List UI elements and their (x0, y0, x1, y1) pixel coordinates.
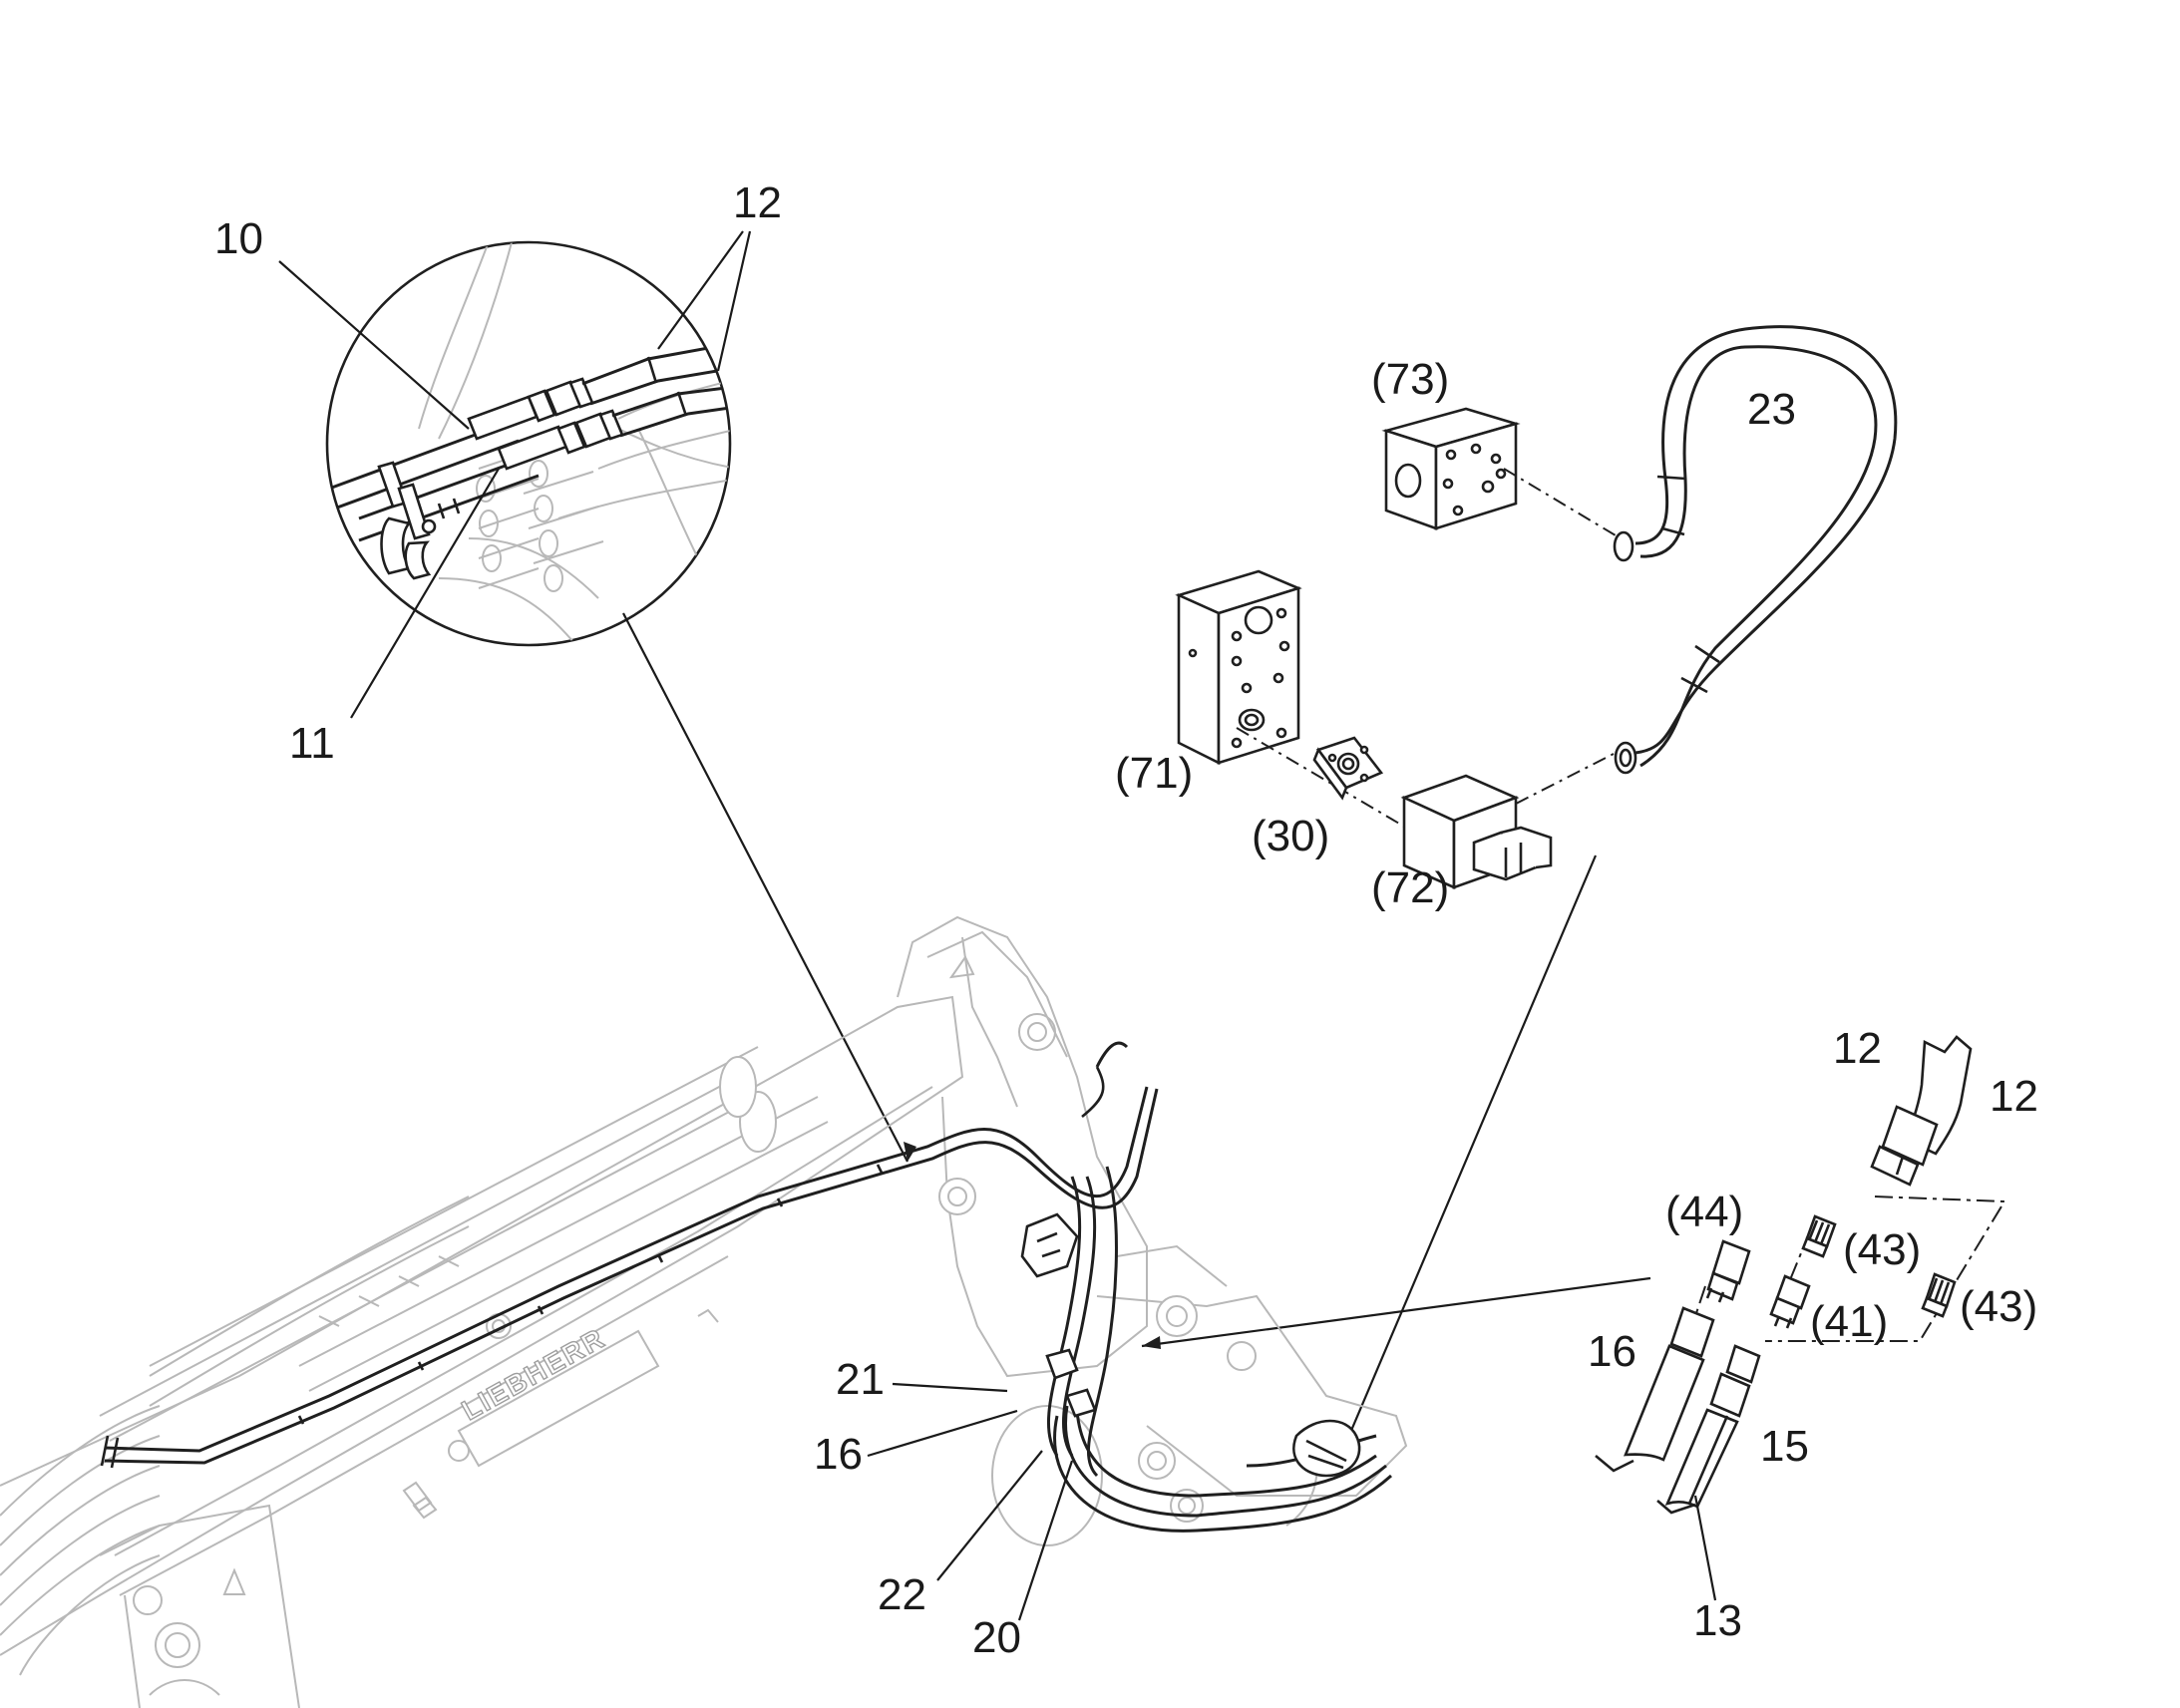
callout-72: (72) (1371, 863, 1449, 912)
leader-12-detail (657, 230, 752, 372)
centerline-71-72 (1236, 727, 1407, 829)
callout-20: 20 (972, 1613, 1021, 1662)
callout-10: 10 (214, 214, 263, 263)
callout-16-right: 16 (1588, 1327, 1636, 1376)
adapter-44 (1705, 1239, 1751, 1303)
excavator-boom: LIEBHERR (0, 915, 1408, 1708)
callout-22: 22 (878, 1570, 926, 1619)
callout-71: (71) (1115, 749, 1193, 798)
leader-16-boom (867, 1409, 1018, 1458)
hose-16-fitting (1595, 1306, 1715, 1473)
callout-43-right: (43) (1960, 1282, 2037, 1331)
valve-72 (1400, 774, 1553, 889)
callout-41: (41) (1810, 1297, 1888, 1346)
callout-44: (44) (1665, 1188, 1743, 1236)
callout-30: (30) (1252, 812, 1329, 860)
centerline-72-23 (1515, 752, 1617, 805)
callout-16-boom: 16 (814, 1430, 863, 1479)
callout-11: 11 (289, 719, 335, 768)
callout-43-upper: (43) (1843, 1225, 1921, 1274)
adapter-43-upper (1801, 1214, 1837, 1258)
callout-12-right: 12 (1990, 1072, 2038, 1121)
callout-15: 15 (1760, 1422, 1809, 1471)
hose-23 (1613, 325, 1898, 775)
callout-23: 23 (1747, 385, 1796, 434)
adapter-43-right (1921, 1272, 1957, 1318)
leader-10 (278, 260, 470, 430)
callout-12-detail: 12 (733, 178, 782, 227)
valve-block-73 (1381, 407, 1521, 530)
detail-pointer-line (622, 612, 908, 1163)
hose-12-fitting (1870, 1035, 1973, 1187)
fittings-pointer-arrow (1142, 1336, 1161, 1349)
centerline-44-16 (1694, 1285, 1706, 1317)
leader-11 (350, 468, 500, 719)
adapter-plate-30 (1312, 736, 1384, 801)
leader-13 (1693, 1495, 1717, 1601)
valve-block-71 (1175, 569, 1302, 766)
centerline-73-23 (1503, 468, 1622, 539)
adapter-41 (1769, 1274, 1811, 1329)
valve-pointer-line (1334, 854, 1598, 1467)
leader-21 (892, 1382, 1008, 1393)
leader-20 (1017, 1460, 1074, 1621)
hose-15-fitting (1656, 1344, 1761, 1515)
detail-view-circle (325, 240, 732, 647)
callout-21: 21 (836, 1355, 885, 1404)
fittings-pointer-line (1141, 1276, 1651, 1348)
hydraulic-line-along-boom (100, 1041, 1392, 1533)
callout-73: (73) (1371, 355, 1449, 404)
leader-22 (936, 1450, 1043, 1581)
connection-frame (1765, 1196, 2006, 1342)
callout-13: 13 (1693, 1596, 1742, 1645)
callout-12-upper: 12 (1833, 1024, 1882, 1073)
